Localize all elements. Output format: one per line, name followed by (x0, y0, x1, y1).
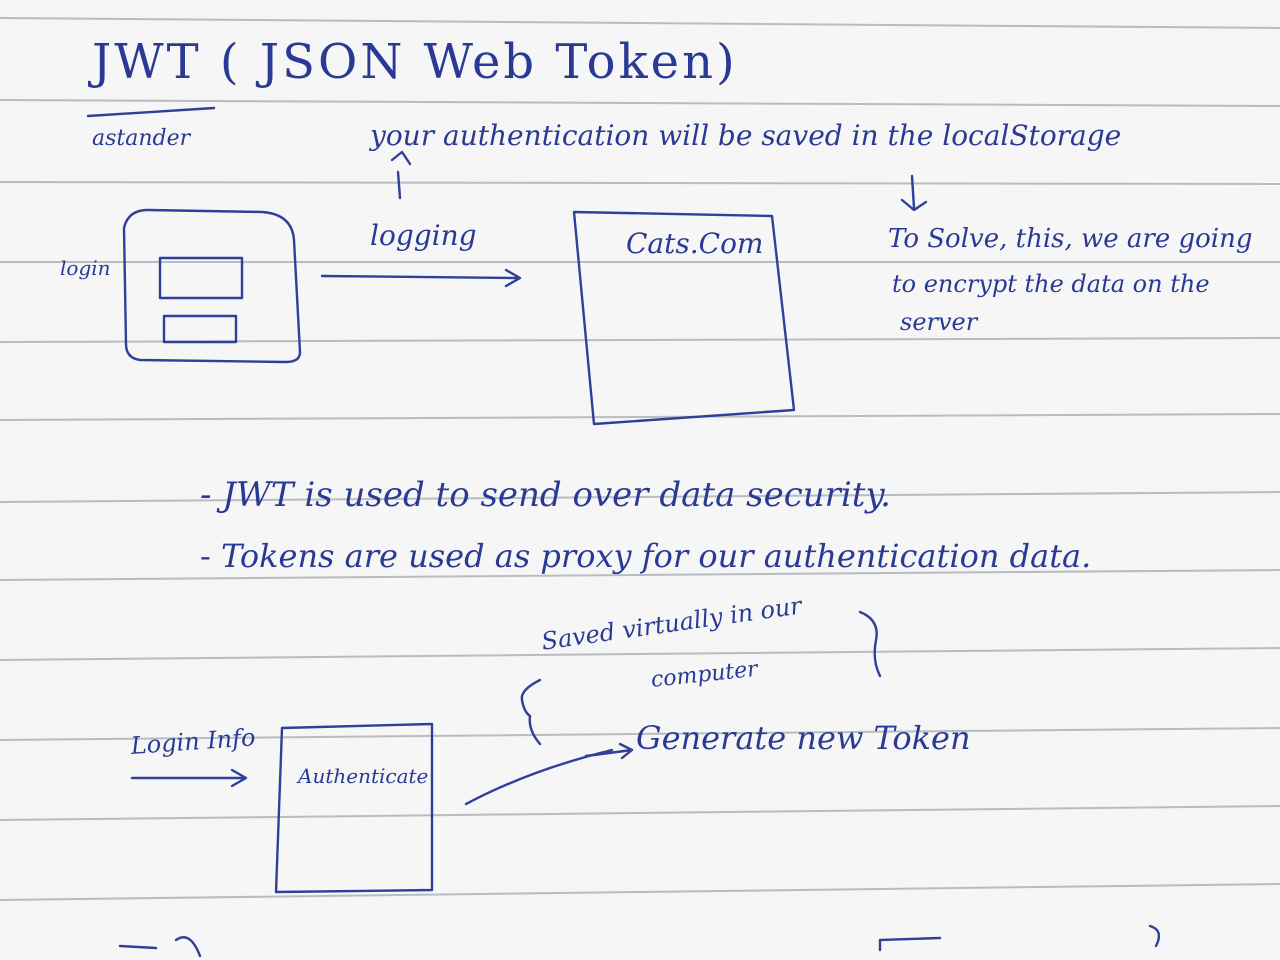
solve-line-1: To Solve, this, we are going (888, 224, 1253, 254)
authenticate-label: Authenticate (298, 764, 429, 788)
login-info-arrow (130, 768, 248, 788)
bullet-2: - Tokens are used as proxy for our authe… (200, 537, 1092, 575)
solve-line-3: server (900, 308, 978, 336)
authenticate-box (274, 722, 434, 894)
title-underline (86, 106, 216, 118)
login-screen-box (122, 208, 302, 364)
site-label: Cats.Com (626, 227, 764, 260)
solve-line-2: to encrypt the data on the (892, 270, 1210, 298)
auth-note-text: your authentication will be saved in the… (370, 119, 1122, 152)
login-label: login (60, 256, 111, 280)
saved-bracket-right (858, 610, 882, 678)
down-arrow (900, 174, 928, 212)
saved-bracket-left (520, 678, 542, 746)
bottom-partial-ink (118, 924, 1161, 958)
bullet-1: - JWT is used to send over data security… (200, 475, 891, 515)
side-note-text: astander (92, 126, 191, 151)
title-text: JWT ( JSON Web Token) (92, 34, 738, 90)
generate-label: Generate new Token (636, 719, 971, 757)
authenticate-curve (464, 748, 614, 806)
up-arrow (390, 150, 412, 200)
logging-arrow (320, 268, 522, 288)
login-field-1 (158, 256, 244, 300)
server-box (572, 210, 796, 426)
logging-label: logging (370, 219, 477, 252)
login-field-2 (162, 314, 238, 344)
